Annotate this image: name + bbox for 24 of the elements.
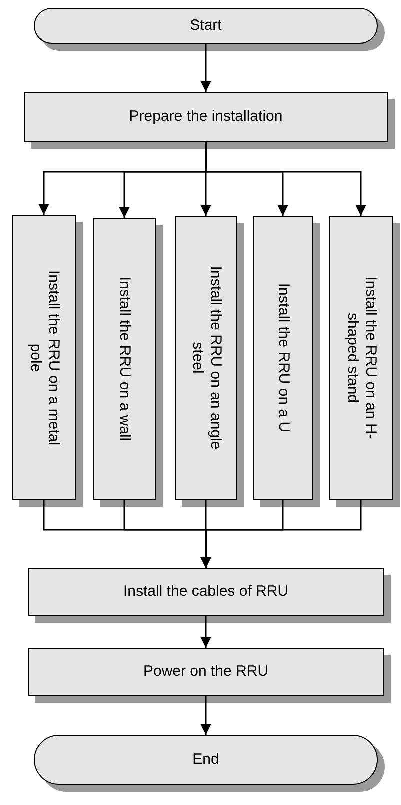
step-label: Install the RRU on a wall bbox=[116, 276, 134, 444]
process-box bbox=[253, 216, 313, 500]
process-box bbox=[12, 215, 76, 500]
arrow bbox=[200, 696, 212, 735]
step-label: Install the RRU on an angle steel bbox=[188, 266, 224, 450]
process-box bbox=[175, 216, 237, 500]
process-box bbox=[28, 568, 384, 616]
process-box bbox=[28, 648, 384, 696]
step-label: Install the cables of RRU bbox=[123, 582, 289, 602]
arrow bbox=[200, 616, 212, 648]
step-label: Install the RRU on an H-shaped stand bbox=[343, 276, 379, 442]
step-label: Prepare the installation bbox=[129, 106, 283, 127]
step-label: Power on the RRU bbox=[143, 662, 269, 682]
terminal-pill bbox=[34, 735, 378, 785]
step-label: Install the RRU on a U bbox=[274, 282, 292, 435]
process-box bbox=[329, 216, 393, 500]
arrow bbox=[200, 500, 362, 568]
arrow bbox=[200, 44, 212, 92]
process-box bbox=[24, 92, 388, 142]
step-label: End bbox=[192, 750, 220, 770]
terminal-pill bbox=[34, 8, 378, 44]
step-label: Install the RRU on a metal pole bbox=[26, 268, 62, 448]
step-label: Start bbox=[190, 16, 222, 36]
process-box bbox=[93, 218, 156, 500]
